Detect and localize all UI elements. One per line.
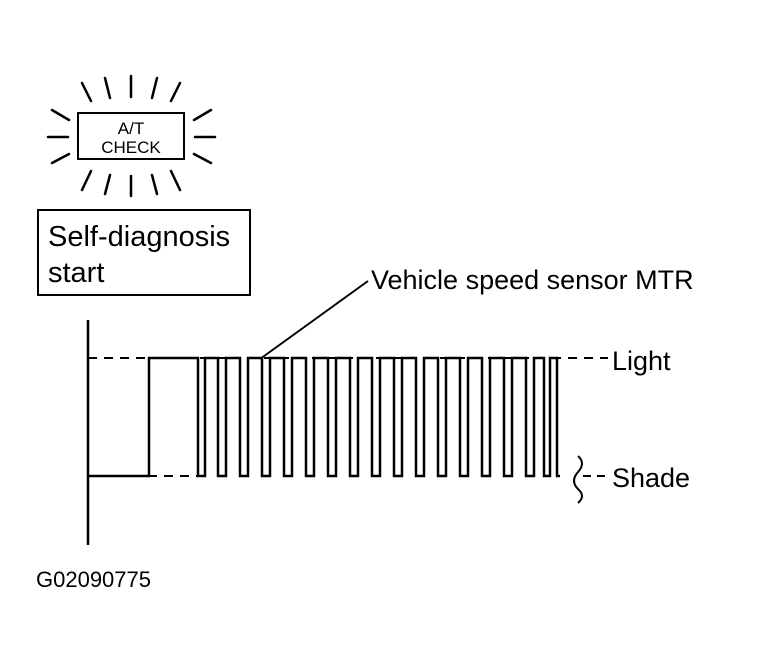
start-text: start [48,257,104,289]
vehicle-speed-sensor-label: Vehicle speed sensor MTR [371,265,694,295]
self-diagnosis-text: Self-diagnosis [48,221,230,253]
light-level-label: Light [612,346,671,376]
lamp-frame [77,112,185,160]
at-check-lamp: A/T CHECK [46,74,217,198]
sensor-signal-waveform [88,356,560,478]
lamp-glow-rays-icon [46,74,217,198]
figure-id: G02090775 [36,567,151,592]
break-symbol-icon [573,455,583,504]
lamp-text-at: A/T [118,119,144,138]
shade-level-label: Shade [612,463,690,493]
sensor-leader-line [259,280,369,360]
self-diagnosis-box-frame [37,209,251,296]
self-diagnosis-start-box: Self-diagnosis start [37,209,251,296]
lamp-text-check: CHECK [101,138,161,157]
